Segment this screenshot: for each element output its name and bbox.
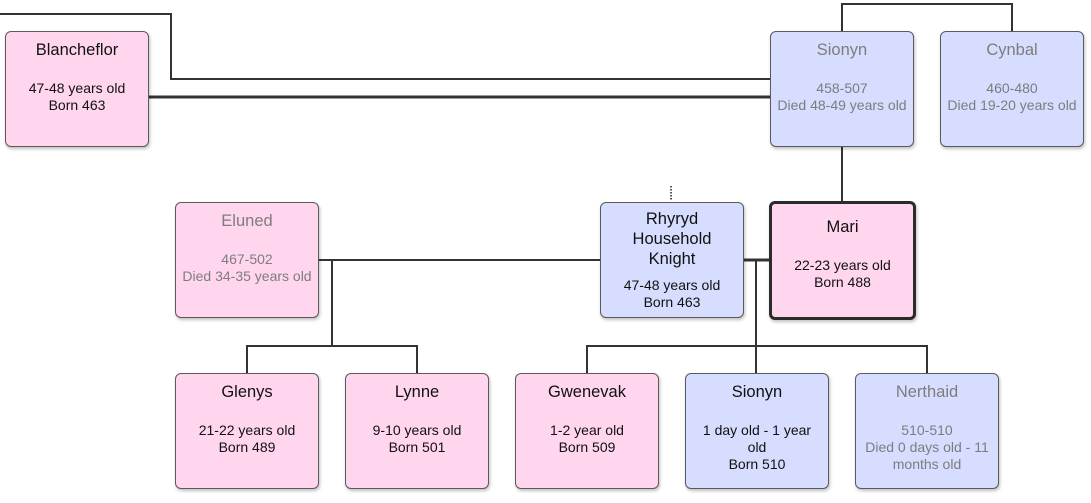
- person-lifespan: 467-502: [221, 251, 273, 267]
- person-age: 21-22 years old: [198, 422, 296, 438]
- person-name: Glenys: [221, 383, 273, 401]
- person-card-sionyn-infant[interactable]: Sionyn 1 day old - 1 year old Born 510: [685, 373, 829, 489]
- person-details: 21-22 years old Born 489: [199, 422, 296, 456]
- person-born: Born 488: [814, 274, 871, 290]
- person-name: Lynne: [394, 383, 440, 401]
- person-born: Born 509: [558, 439, 616, 455]
- person-name: Sionyn: [731, 383, 783, 401]
- person-age: 47-48 years old: [28, 80, 126, 96]
- person-details: 458-507 Died 48-49 years old: [777, 80, 906, 114]
- person-card-nerthaid[interactable]: Nerthaid 510-510 Died 0 days old - 11 mo…: [855, 373, 999, 489]
- connector-line: [246, 345, 418, 374]
- person-born: Born 510: [728, 456, 786, 472]
- person-details: 47-48 years old Born 463: [624, 277, 721, 311]
- connector-line: [841, 3, 1013, 31]
- person-lifespan: 510-510: [901, 422, 953, 438]
- person-age: 47-48 years old: [623, 277, 721, 293]
- person-card-cynbal[interactable]: Cynbal 460-480 Died 19-20 years old: [940, 31, 1084, 147]
- person-lifespan: 460-480: [986, 80, 1038, 96]
- person-card-blancheflor[interactable]: Blancheflor 47-48 years old Born 463: [5, 31, 149, 147]
- person-card-mari[interactable]: Mari 22-23 years old Born 488: [769, 201, 916, 320]
- person-details: 9-10 years old Born 501: [373, 422, 462, 456]
- person-card-glenys[interactable]: Glenys 21-22 years old Born 489: [175, 373, 319, 489]
- connector-line: [0, 13, 771, 80]
- person-card-eluned[interactable]: Eluned 467-502 Died 34-35 years old: [175, 202, 319, 318]
- person-details: 510-510 Died 0 days old - 11 months old: [862, 422, 992, 473]
- person-card-sionyn-elder[interactable]: Sionyn 458-507 Died 48-49 years old: [770, 31, 914, 147]
- person-card-rhyryd[interactable]: Rhyryd Household Knight 47-48 years old …: [600, 202, 744, 318]
- person-name: Nerthaid: [895, 383, 959, 401]
- person-death-age: Died 34-35 years old: [182, 268, 312, 284]
- person-name: Sionyn: [816, 41, 868, 59]
- person-details: 467-502 Died 34-35 years old: [182, 251, 311, 285]
- person-card-gwenevak[interactable]: Gwenevak 1-2 year old Born 509: [515, 373, 659, 489]
- person-details: 460-480 Died 19-20 years old: [947, 80, 1076, 114]
- person-details: 22-23 years old Born 488: [794, 257, 891, 291]
- person-name: Rhyryd Household Knight: [632, 210, 712, 268]
- more-relations-indicator[interactable]: [670, 186, 672, 200]
- person-name: Mari: [826, 218, 859, 236]
- person-born: Born 463: [643, 294, 701, 310]
- person-death-age: Died 19-20 years old: [947, 97, 1077, 113]
- person-details: 1 day old - 1 year old Born 510: [692, 422, 822, 473]
- person-lifespan: 458-507: [816, 80, 868, 96]
- person-age: 1 day old - 1 year old: [702, 422, 812, 455]
- person-details: 47-48 years old Born 463: [29, 80, 126, 114]
- person-age: 22-23 years old: [794, 257, 891, 273]
- person-name: Cynbal: [986, 41, 1038, 59]
- person-name: Gwenevak: [548, 383, 626, 401]
- person-card-lynne[interactable]: Lynne 9-10 years old Born 501: [345, 373, 489, 489]
- person-born: Born 489: [218, 439, 276, 455]
- person-age: 9-10 years old: [372, 422, 462, 438]
- person-death-age: Died 48-49 years old: [777, 97, 907, 113]
- person-age: 1-2 year old: [550, 422, 624, 438]
- person-details: 1-2 year old Born 509: [550, 422, 624, 456]
- person-name: Eluned: [221, 212, 273, 230]
- person-born: Born 463: [48, 97, 106, 113]
- person-death-age: Died 0 days old - 11 months old: [865, 439, 989, 472]
- person-born: Born 501: [388, 439, 446, 455]
- person-name: Blancheflor: [35, 41, 119, 59]
